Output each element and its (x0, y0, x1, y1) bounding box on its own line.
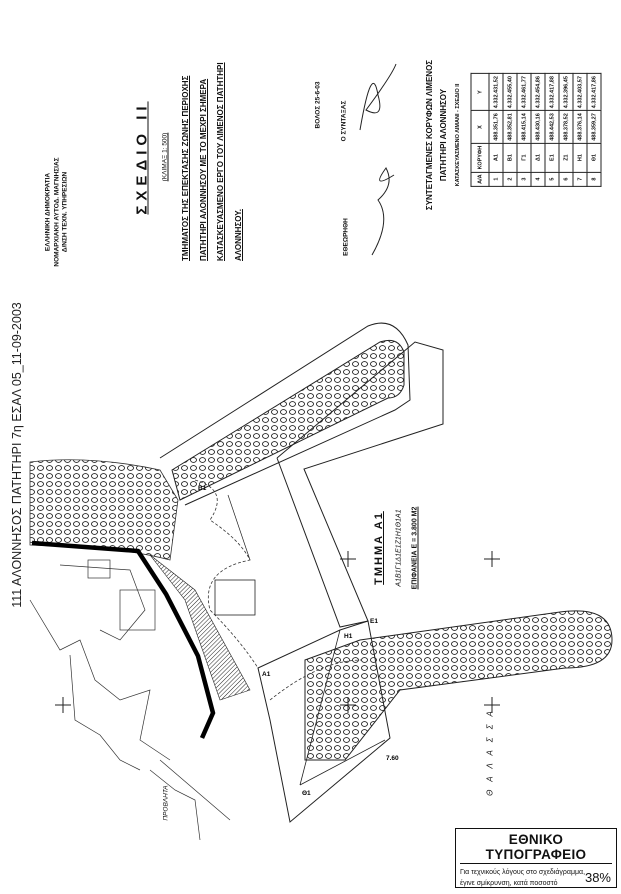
approved-label: ΕΘΕΩΡΗΘΗ (342, 218, 350, 256)
cell: 4.332.403,57 (573, 73, 587, 111)
cell: 4.332.454,86 (531, 73, 545, 111)
cell: 488.351,76 (489, 110, 503, 144)
cell: Α1 (489, 143, 503, 172)
cell: Η1 (573, 143, 587, 172)
authority-line: ΕΛΛΗΝΙΚΗ ΔΗΜΟΚΡΑΤΙΑ (44, 172, 52, 252)
jetty-rocks (304, 610, 613, 761)
vertex-label-th1: Θ1 (302, 790, 311, 797)
author-label: Ο ΣΥΝΤΑΞΑΣ (340, 100, 348, 142)
place-date: ΒΟΛΟΣ 25-6-03 (314, 81, 322, 129)
cell: Θ1 (587, 143, 601, 172)
cell: 488.359,27 (587, 110, 601, 144)
stamp-line: Για τεχνικούς λόγους στο σχεδιάγραμμα, (460, 869, 586, 876)
coordinates-subtitle: ΠΑΤΗΤΗΡΙ ΑΛΟΝΝΗΣΟΥ (439, 88, 448, 182)
cell: 4.332.431,52 (489, 73, 503, 111)
vertex-label-b1: Β1 (198, 485, 207, 492)
authority-header: ΕΛΛΗΝΙΚΗ ΔΗΜΟΚΡΑΤΙΑ ΝΟΜΑΡΧΙΑΚΗ ΑΥΤΟΔ. ΜΑ… (44, 157, 70, 266)
description-line: ΤΜΗΜΑΤΟΣ ΤΗΣ ΕΠΕΚΤΑΣΗΣ ΖΩΝΗΣ ΠΕΡΙΟΧΗΣ (181, 75, 190, 261)
stamp-percent: 38% (584, 870, 611, 885)
vertex-label-a1: Α1 (262, 671, 271, 678)
cell: 4 (531, 171, 545, 187)
cell: 4.332.455,40 (503, 73, 517, 111)
column-header: Χ (471, 110, 489, 144)
cell: Γ1 (517, 143, 531, 172)
authority-line: Δ/ΝΣΗ ΤΕΧΝ. ΥΠΗΡΕΣΙΩΝ (61, 171, 69, 253)
coastline (31, 540, 216, 739)
cell: 3 (517, 171, 531, 187)
cell: 8 (587, 171, 601, 187)
section-vertices: Α1Β1Γ1Δ1Ε1Ζ1Η1Θ1Α1 (395, 509, 403, 587)
cell: 1 (489, 171, 503, 187)
cell: 488.376,14 (573, 110, 587, 144)
column-header: ΚΟΡΥΦΗ (471, 143, 489, 172)
buildings (29, 559, 231, 841)
coordinates-title: ΣΥΝΤΕΤΑΓΜΕΝΕΣ ΚΟΡΥΦΩΝ ΛΙΜΕΝΟΣ (425, 59, 434, 211)
cell: Δ1 (531, 143, 545, 172)
cell: Β1 (503, 143, 517, 172)
stamp-note: Για τεχνικούς λόγους στο σχεδιάγραμμα, έ… (456, 864, 616, 889)
section-area: ΕΠΙΦΑΝΕΙΑ Ε = 3.800 Μ2 (411, 506, 419, 590)
cell: 488.378,52 (559, 110, 573, 144)
cell: 4.332.417,88 (545, 73, 559, 111)
breakwater-rocks (171, 339, 405, 501)
stamp-line: έγινε σμίκρυνση, κατά ποσοστό (460, 880, 558, 887)
authority-line: ΝΟΜΑΡΧΙΑΚΗ ΑΥΤΟΔ. ΜΑΓΝΗΣΙΑΣ (52, 157, 60, 267)
column-header: Υ (471, 73, 489, 111)
file-title: 111 ΑΛΟΝΝΗΣΟΣ ΠΑΤΗΤΗΡΙ 7η ΕΣΑΛ 05_11-09-… (10, 302, 24, 608)
cell: 7 (573, 171, 587, 187)
cell: 488.352,81 (503, 110, 517, 144)
quay-outline (276, 341, 444, 628)
plan-description: ΤΜΗΜΑΤΟΣ ΤΗΣ ΕΠΕΚΤΑΣΗΣ ΖΩΝΗΣ ΠΕΡΙΟΧΗΣ ΠΑ… (177, 47, 247, 261)
description-line: ΑΛΟΝΝΗΣΟΥ. (233, 209, 243, 261)
cell: 2 (503, 171, 517, 187)
sea-label: Θ Α Λ Α Σ Σ Α (485, 708, 495, 796)
cell: 488.415,14 (517, 110, 531, 144)
cell: 488.430,16 (531, 110, 545, 144)
stamp-title: ΕΘΝΙΚΟ ΤΥΠΟΓΡΑΦΕΙΟ (460, 832, 612, 864)
plan-title: ΣΧΕΔΙΟ ΙΙ (133, 101, 151, 215)
cell: 4.332.396,45 (559, 73, 573, 111)
cell: 4.332.417,86 (587, 73, 601, 111)
coordinates-caption: ΚΑΤΑΣΚΕΥΑΣΜΕΝΟ ΛΙΜΑΝΙ - ΣΧΕΔΙΟ ΙΙ (455, 83, 461, 187)
section-title: ΤΜΗΜΑ Α1 (373, 511, 385, 585)
cell: 5 (545, 171, 559, 187)
breakwater-outline (159, 322, 411, 506)
description-line: ΚΑΤΑΣΚΕΥΑΣΜΕΝΟ ΕΡΓΟ ΤΟΥ ΛΙΜΕΝΟΣ ΠΑΤΗΤΗΡΙ (216, 62, 225, 261)
plan-scale: (ΚΛΙΜΑΞ 1: 500) (161, 132, 169, 182)
coordinates-heading: ΣΥΝΤΕΤΑΓΜΕΝΕΣ ΚΟΡΥΦΩΝ ΛΙΜΕΝΟΣ ΠΑΤΗΤΗΡΙ Α… (423, 60, 465, 210)
grid-cross-marks (55, 551, 500, 713)
pier-label: ΠΡΟΒΛΗΤΑ (162, 785, 170, 821)
column-header: Α/Α (471, 171, 489, 187)
cell: 488.442,53 (545, 110, 559, 144)
cell: 6 (559, 171, 573, 187)
cell: Ε1 (545, 143, 559, 172)
dimension-label: 7.60 (386, 755, 399, 762)
cell: 4.332.461,77 (517, 73, 531, 111)
vertex-label-e1: Ε1 (370, 618, 378, 625)
national-printing-office-stamp: ΕΘΝΙΚΟ ΤΥΠΟΓΡΑΦΕΙΟ Για τεχνικούς λόγους … (455, 828, 617, 888)
vertex-label-h1: Η1 (344, 633, 353, 640)
table-header-row: Α/Α ΚΟΡΥΦΗ Χ Υ (471, 73, 489, 187)
cell: Ζ1 (559, 143, 573, 172)
description-line: ΠΑΤΗΤΗΡΙ ΑΛΟΝΝΗΣΟΥ ΜΕ ΤΟ ΜΕΧΡΙ ΣΗΜΕΡΑ (198, 78, 208, 261)
